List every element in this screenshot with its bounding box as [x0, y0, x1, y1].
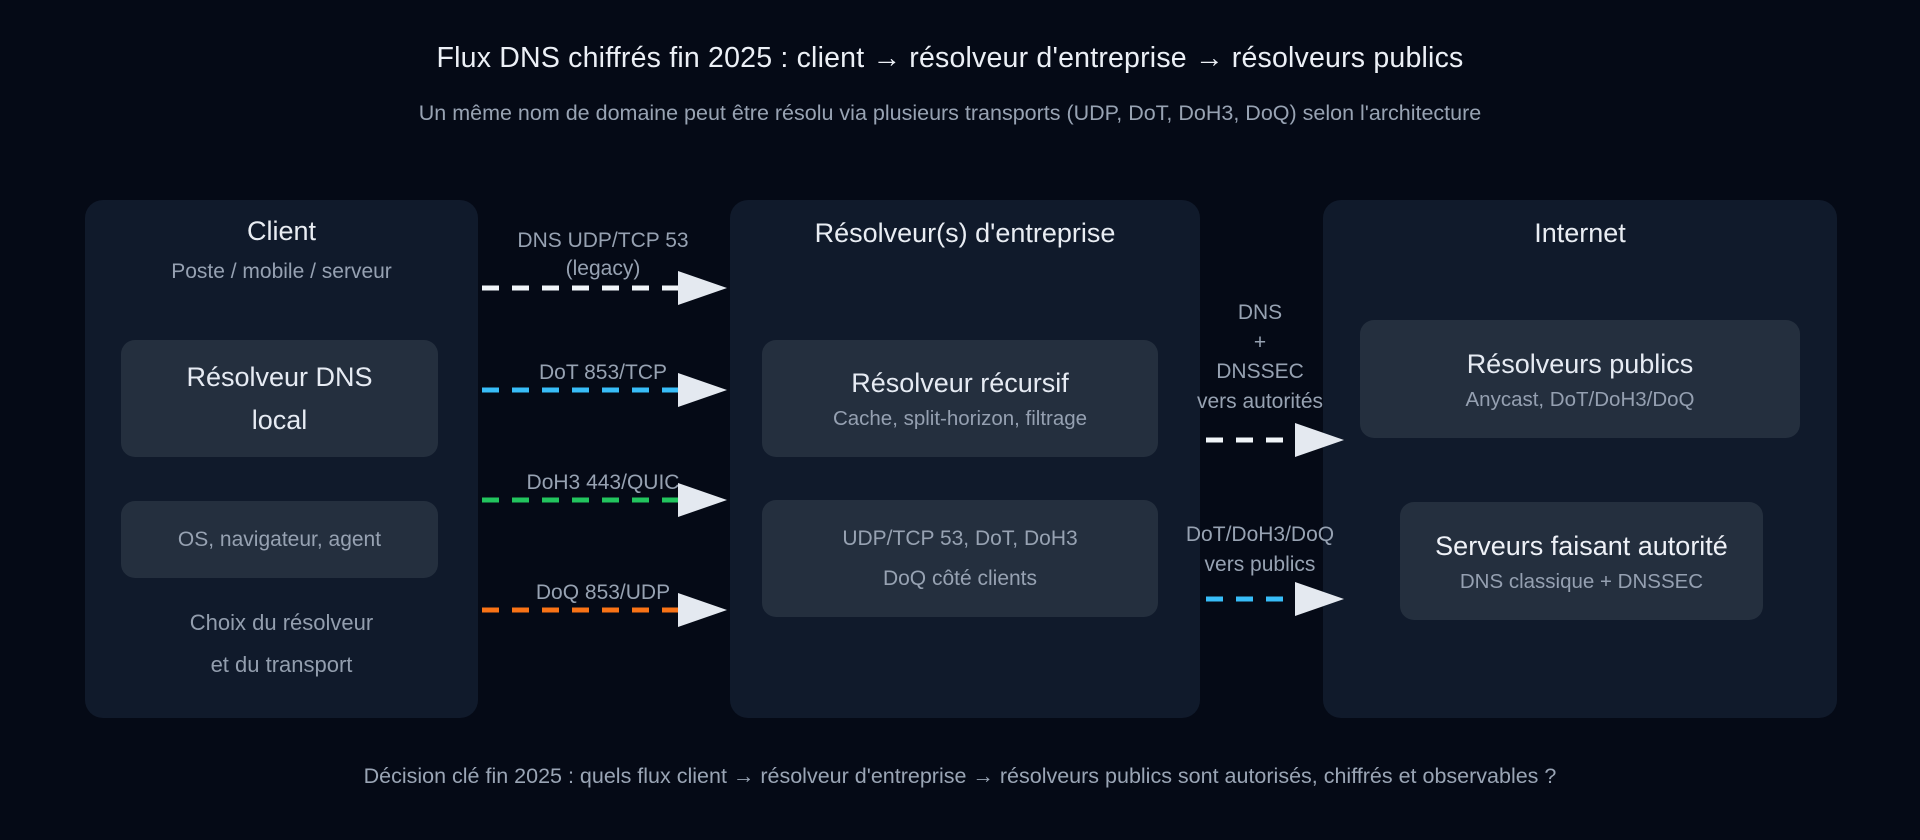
public-resolvers-sub: Anycast, DoT/DoH3/DoQ — [1465, 387, 1695, 411]
local-resolver-line1: Résolveur DNS — [186, 362, 373, 392]
client-transports-box: UDP/TCP 53, DoT, DoH3 DoQ côté clients — [762, 500, 1158, 617]
arrowhead-icon — [678, 271, 727, 305]
arrowhead-icon — [678, 373, 727, 407]
client-note-line1: Choix du résolveur — [189, 610, 374, 635]
flow-dot-label: DoT 853/TCP — [539, 361, 667, 384]
internet-card: Internet Résolveurs publics Anycast, DoT… — [1323, 200, 1837, 718]
flow-dns-udp-arrow — [482, 271, 727, 305]
public-resolvers-box: Résolveurs publics Anycast, DoT/DoH3/DoQ — [1360, 320, 1800, 438]
flow-dns-udp-label: DNS UDP/TCP 53 (legacy) — [517, 229, 689, 280]
flow-public-label: DoT/DoH3/DoQ vers publics — [1185, 523, 1335, 576]
flow-doh3-arrow — [482, 483, 727, 517]
internet-card-title: Internet — [1534, 218, 1626, 248]
local-resolver-line2: local — [251, 405, 308, 435]
client-card-title: Client — [246, 216, 317, 246]
public-resolvers-title: Résolveurs publics — [1466, 348, 1694, 379]
enterprise-card-title: Résolveur(s) d'entreprise — [814, 218, 1116, 248]
client-card: Client Poste / mobile / serveur Résolveu… — [85, 200, 478, 718]
client-transports-line2: DoQ côté clients — [882, 566, 1038, 590]
authoritative-servers-sub: DNS classique + DNSSEC — [1459, 569, 1704, 593]
os-agent-label: OS, navigateur, agent — [177, 527, 382, 551]
flow-doq-label: DoQ 853/UDP — [535, 581, 671, 604]
flow-dnssec-label: DNS + DNSSEC vers autorités — [1196, 301, 1324, 413]
arrowhead-icon — [1295, 423, 1344, 457]
recursive-resolver-box: Résolveur récursif Cache, split-horizon,… — [762, 340, 1158, 457]
flow-dnssec-arrow — [1206, 423, 1344, 457]
client-transports-line1: UDP/TCP 53, DoT, DoH3 — [842, 526, 1078, 550]
arrowhead-icon — [1295, 582, 1344, 616]
flow-doq-arrow — [482, 593, 727, 627]
enterprise-card: Résolveur(s) d'entreprise Résolveur récu… — [730, 200, 1200, 718]
authoritative-servers-box: Serveurs faisant autorité DNS classique … — [1400, 502, 1763, 620]
flow-public-arrow — [1206, 582, 1344, 616]
flow-dot-arrow — [482, 373, 727, 407]
os-agent-box: OS, navigateur, agent — [121, 501, 438, 578]
recursive-resolver-title: Résolveur récursif — [851, 368, 1069, 398]
page-subtitle: Un même nom de domaine peut être résolu … — [418, 101, 1482, 125]
local-resolver-box: Résolveur DNS local — [121, 340, 438, 457]
client-note-line2: et du transport — [210, 652, 353, 677]
client-card-subtitle: Poste / mobile / serveur — [171, 260, 392, 283]
authoritative-servers-title: Serveurs faisant autorité — [1435, 530, 1728, 561]
flow-doh3-label: DoH3 443/QUIC — [526, 471, 680, 494]
recursive-resolver-sub: Cache, split-horizon, filtrage — [832, 407, 1088, 430]
arrowhead-icon — [678, 593, 727, 627]
arrowhead-icon — [678, 483, 727, 517]
page-title: Flux DNS chiffrés fin 2025 : client → ré… — [436, 42, 1464, 74]
footnote: Décision clé fin 2025 : quels flux clien… — [363, 764, 1557, 788]
client-note: Choix du résolveur et du transport — [85, 602, 478, 686]
